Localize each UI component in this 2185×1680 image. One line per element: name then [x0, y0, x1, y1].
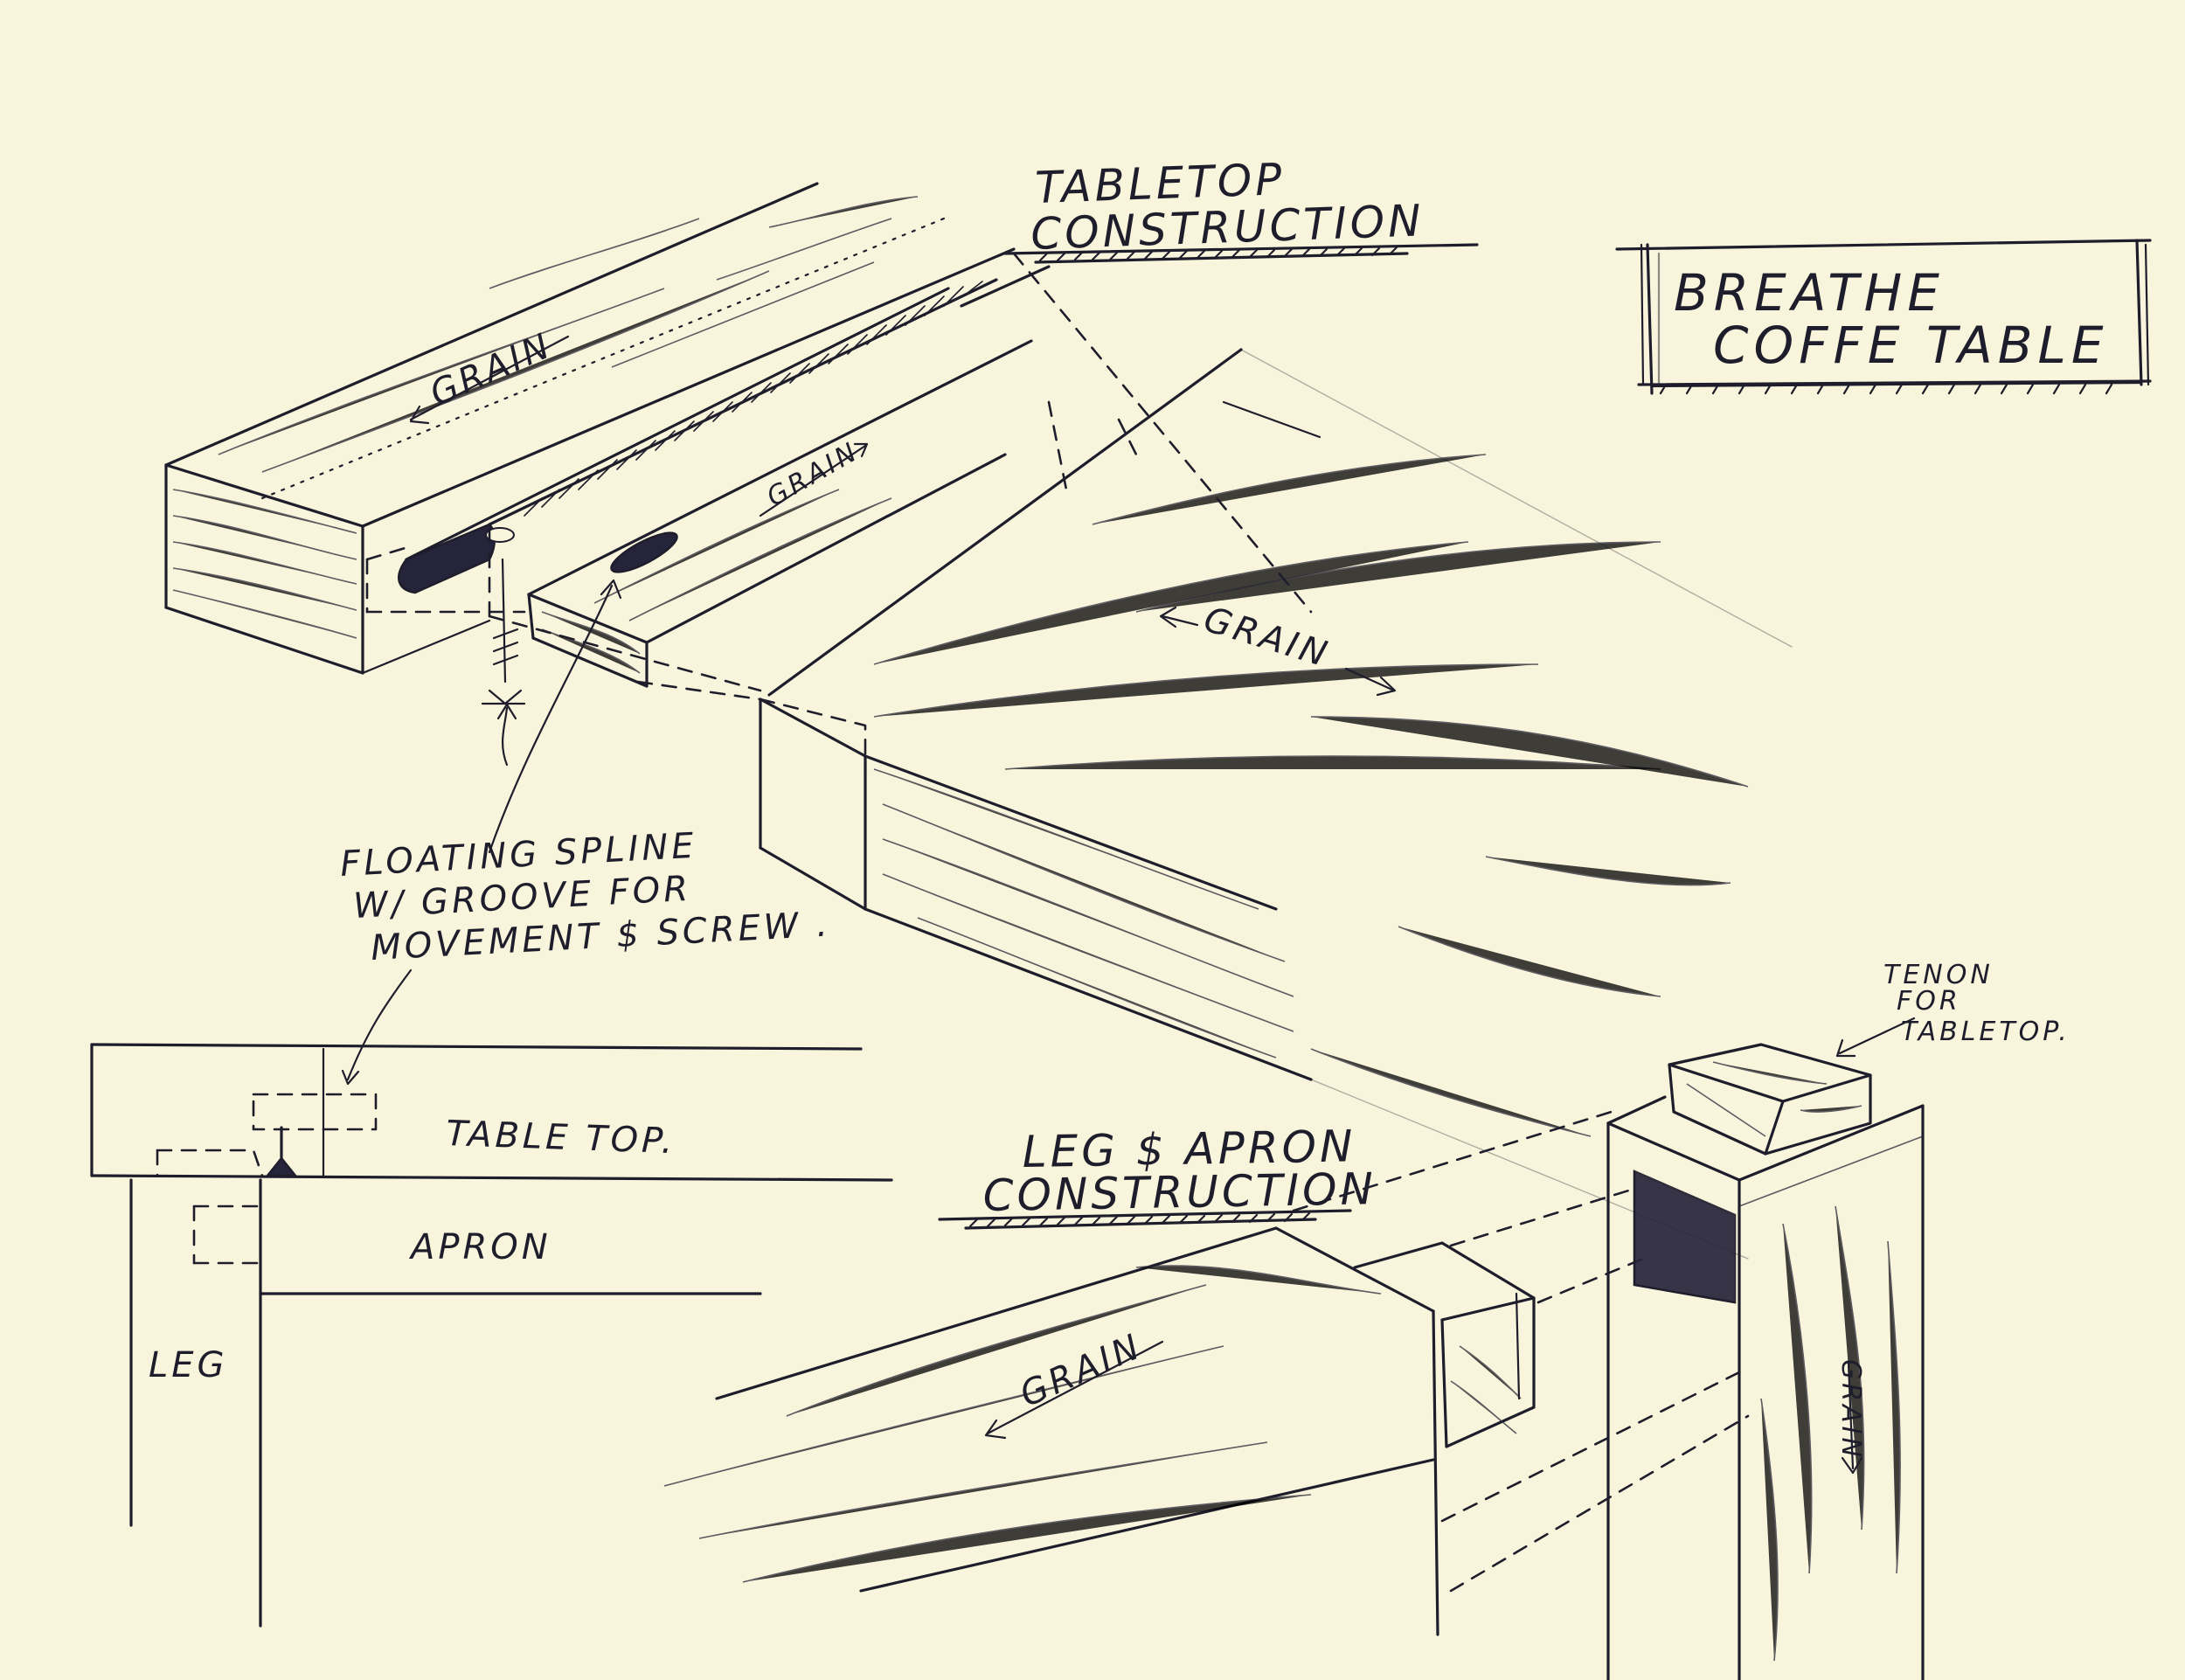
tabletop-rail — [164, 182, 1016, 675]
spline-leader-arrowhead-upper — [600, 579, 622, 600]
apron-timber — [663, 1108, 1750, 1636]
leg-apron-heading-underline — [938, 1209, 1352, 1230]
spline-leader-lower — [346, 968, 413, 1081]
label-table-top: TABLE TOP. — [446, 1114, 677, 1162]
label-leg: LEG — [149, 1345, 228, 1385]
tenon-note-line-3: TABLETOP. — [1901, 1017, 2071, 1047]
leg-apron-heading-line-2: CONSTRUCTION — [982, 1163, 1377, 1221]
grain-label-board: GRAIN — [1199, 600, 1335, 676]
grain-label-leg: GRAIN — [1835, 1359, 1866, 1461]
spline-leader-arrowhead — [341, 1069, 360, 1086]
label-apron: APRON — [408, 1227, 551, 1267]
tabletop-heading-line-1: TABLETOP — [1034, 154, 1286, 213]
grain-marker-rail: GRAIN — [409, 325, 570, 425]
tabletop-heading-underline — [1003, 243, 1479, 264]
tenon-note-line-2: FOR — [1897, 986, 1961, 1017]
screw-leader — [502, 706, 509, 767]
tabletop-board — [636, 252, 1793, 1260]
floating-spline — [365, 339, 1033, 705]
spline-leader-upper — [488, 584, 614, 854]
grain-label-apron: GRAIN — [1014, 1326, 1148, 1415]
screw-leader-arrowhead — [496, 703, 517, 720]
grain-marker-leg: GRAIN — [1835, 1359, 1866, 1461]
leg-apron-heading-line-1: LEG $ APRON — [1022, 1121, 1356, 1177]
leg-post — [1606, 1017, 1925, 1680]
section-view — [90, 1043, 893, 1628]
grain-marker-spline: GRAIN — [759, 436, 869, 517]
tenon-note-line-1: TENON — [1883, 960, 1994, 990]
title-block-frame — [1615, 239, 2152, 395]
title-line-1: BREATHE — [1674, 263, 1945, 323]
title-line-2: COFFE TABLE — [1713, 316, 2109, 375]
